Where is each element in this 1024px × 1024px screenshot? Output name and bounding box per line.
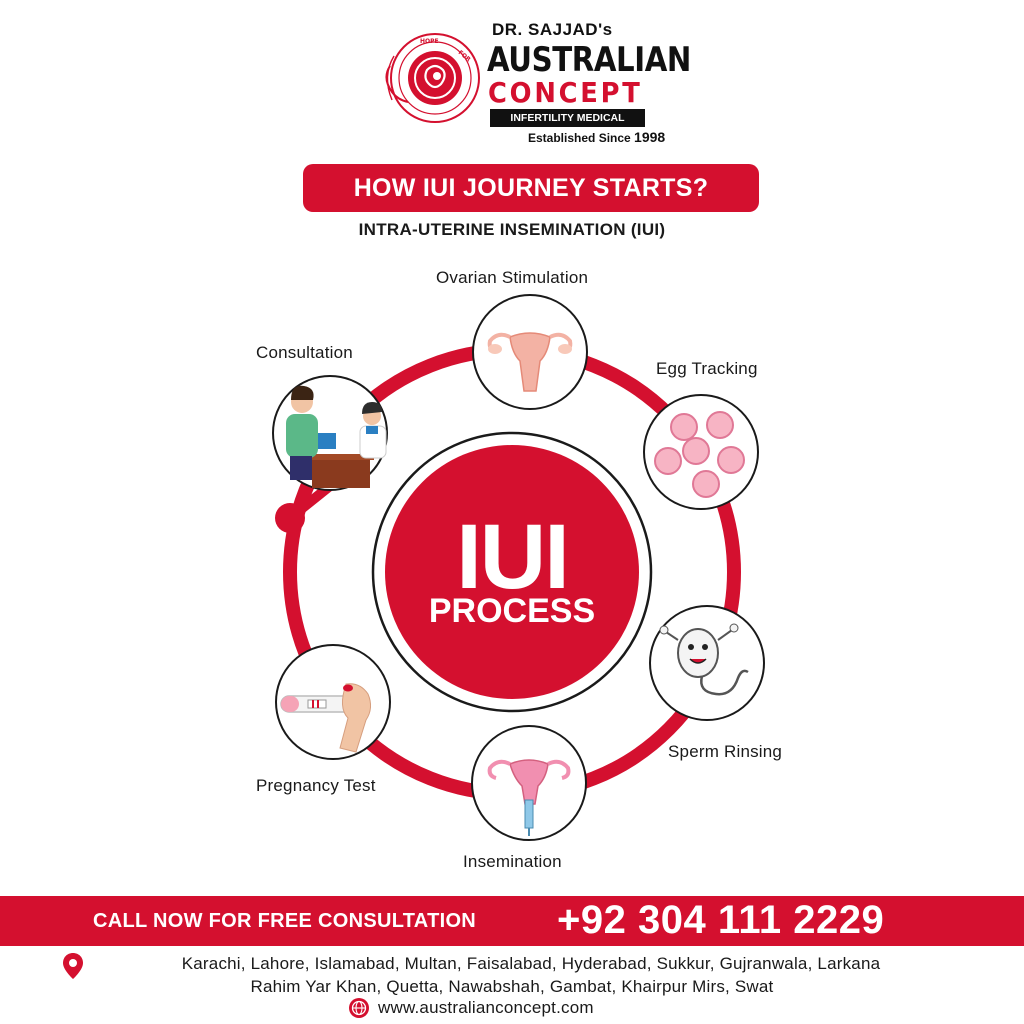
page-subtitle: INTRA-UTERINE INSEMINATION (IUI) [0, 220, 1024, 240]
logo-emblem-icon: HOPE FOR [385, 33, 480, 123]
step-insemination [471, 725, 587, 841]
step-label-consultation: Consultation [256, 343, 353, 362]
iui-process-diagram: IUI PROCESS [0, 250, 1024, 890]
step-pregnancy-test [275, 644, 391, 760]
cta-text: CALL NOW FOR FREE CONSULTATION [93, 910, 477, 932]
city-list-line1: Karachi, Lahore, Islamabad, Multan, Fais… [181, 954, 881, 973]
logo-subtitle: INFERTILITY MEDICAL CENTER [490, 109, 645, 142]
ring-start-dot [275, 503, 305, 533]
center-title: IUI [456, 506, 568, 608]
pregnancy-test-icon [280, 683, 372, 753]
consultation-icon [286, 385, 387, 488]
website-row: www.australianconcept.com [348, 996, 594, 1020]
step-sperm-rinsing [649, 605, 765, 721]
city-list: Karachi, Lahore, Islamabad, Multan, Fais… [0, 952, 1024, 998]
step-egg-tracking [643, 394, 759, 510]
phone-number-link[interactable]: +92 304 111 2229 [557, 898, 885, 942]
insemination-icon [487, 759, 571, 836]
logo-established-label: Established Since [528, 131, 631, 145]
location-pin-icon [63, 953, 83, 979]
step-consultation [272, 375, 388, 491]
logo-established: Established Since 1998 [528, 129, 665, 145]
step-label-pregnancy-test: Pregnancy Test [256, 776, 376, 795]
logo-established-year: 1998 [634, 129, 666, 145]
uterus-icon [487, 332, 573, 392]
website-link[interactable]: www.australianconcept.com [378, 998, 594, 1017]
page-subtitle-text: INTRA-UTERINE INSEMINATION (IUI) [358, 220, 666, 239]
step-label-sperm-rinsing: Sperm Rinsing [668, 742, 783, 761]
brand-logo: HOPE FOR DR. SAJJAD's AUSTRALIAN CONCEPT… [380, 18, 691, 145]
step-ovarian-stimulation [472, 294, 588, 410]
step-label-egg-tracking: Egg Tracking [656, 359, 758, 378]
page-title: HOW IUI JOURNEY STARTS? [303, 164, 759, 212]
process-cycle: IUI PROCESS [272, 294, 765, 841]
center-disc [385, 445, 639, 699]
eggs-icon [654, 411, 745, 498]
logo-doctor-name: DR. SAJJAD's [492, 20, 613, 39]
logo-ring-text-left: HOPE [420, 38, 439, 45]
sperm-icon [659, 623, 749, 696]
city-list-line2: Rahim Yar Khan, Quetta, Nawabshah, Gamba… [250, 977, 774, 996]
cta-banner [0, 896, 1024, 946]
globe-icon [349, 998, 369, 1018]
step-label-insemination: Insemination [463, 852, 562, 871]
center-subtitle: PROCESS [429, 592, 595, 630]
logo-brand-line1: AUSTRALIAN [487, 40, 691, 80]
step-label-ovarian-stimulation: Ovarian Stimulation [436, 268, 589, 287]
logo-brand-line2: CONCEPT [488, 76, 643, 109]
